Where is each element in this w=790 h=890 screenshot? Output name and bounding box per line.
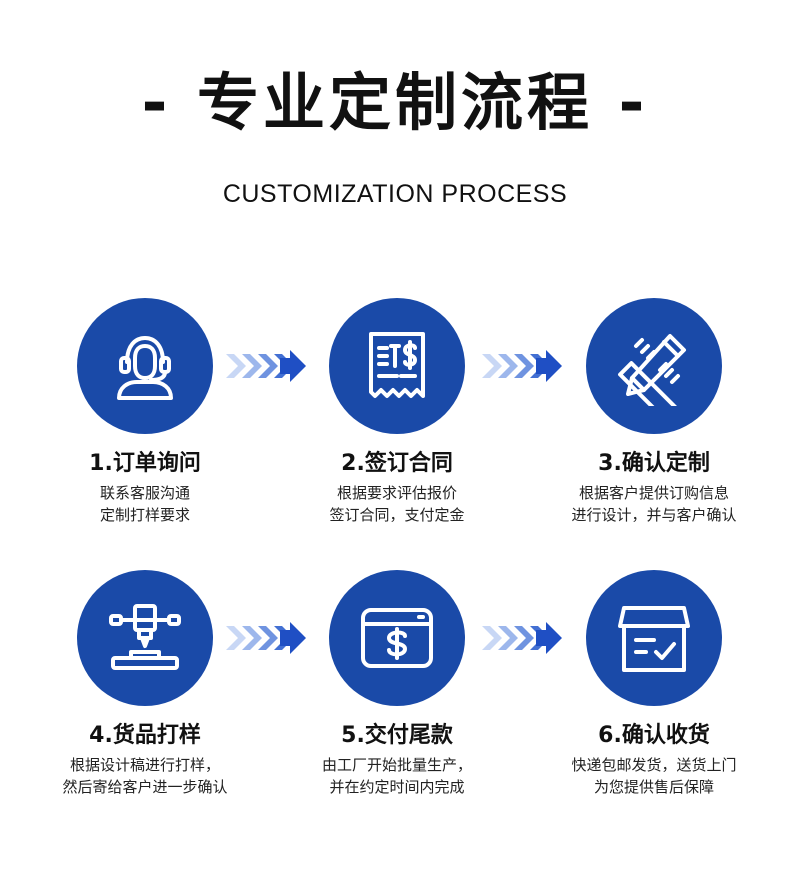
receipt-invoice-icon xyxy=(369,332,425,398)
step-description: 根据客户提供订购信息 进行设计，并与客户确认 xyxy=(534,482,774,526)
step-description: 由工厂开始批量生产， 并在约定时间内完成 xyxy=(277,754,517,798)
step-icon-circle xyxy=(329,570,465,706)
step-description-line: 由工厂开始批量生产， xyxy=(321,756,472,774)
step-description-line: 根据设计稿进行打样， xyxy=(69,756,220,774)
step-description-line: 联系客服沟通 xyxy=(99,484,190,502)
3d-printer-icon xyxy=(109,604,181,670)
flow-arrows xyxy=(226,350,306,382)
step-icon-circle xyxy=(586,570,722,706)
page-subtitle: CUSTOMIZATION PROCESS xyxy=(222,180,568,208)
step-description-line: 签订合同，支付定金 xyxy=(329,506,465,524)
step-title: 4.货品打样 xyxy=(89,723,201,748)
step-description-line: 根据要求评估报价 xyxy=(336,484,457,502)
step-description-line: 为您提供售后保障 xyxy=(593,778,714,796)
step-description-line: 并在约定时间内完成 xyxy=(329,778,465,796)
step-sign-contract: 2.签订合同 根据要求评估报价 签订合同，支付定金 xyxy=(277,298,517,528)
step-title: 3.确认定制 xyxy=(598,451,710,476)
step-final-payment: 5.交付尾款 由工厂开始批量生产， 并在约定时间内完成 xyxy=(277,570,517,800)
step-confirm-customization: 3.确认定制 根据客户提供订购信息 进行设计，并与客户确认 xyxy=(534,298,774,528)
step-description: 联系客服沟通 定制打样要求 xyxy=(25,482,265,526)
payment-dollar-icon xyxy=(361,608,433,668)
flow-arrows xyxy=(482,350,562,382)
step-title: 1.订单询问 xyxy=(89,451,201,476)
step-description: 快递包邮发货，送货上门 为您提供售后保障 xyxy=(534,754,774,798)
step-confirm-receipt: 6.确认收货 快递包邮发货，送货上门 为您提供售后保障 xyxy=(534,570,774,800)
pencil-ruler-icon xyxy=(618,334,686,406)
step-title: 6.确认收货 xyxy=(598,723,710,748)
step-description-line: 根据客户提供订购信息 xyxy=(578,484,729,502)
flow-arrows xyxy=(482,622,562,654)
step-sample-production: 4.货品打样 根据设计稿进行打样， 然后寄给客户进一步确认 xyxy=(25,570,265,800)
step-icon-circle xyxy=(586,298,722,434)
step-description: 根据设计稿进行打样， 然后寄给客户进一步确认 xyxy=(25,754,265,798)
step-description-line: 快递包邮发货，送货上门 xyxy=(571,756,737,774)
step-icon-circle xyxy=(77,298,213,434)
step-icon-circle xyxy=(329,298,465,434)
step-description-line: 定制打样要求 xyxy=(99,506,190,524)
customer-service-headset-icon xyxy=(117,336,173,400)
step-title: 5.交付尾款 xyxy=(341,723,453,748)
step-icon-circle xyxy=(77,570,213,706)
step-order-inquiry: 1.订单询问 联系客服沟通 定制打样要求 xyxy=(25,298,265,528)
step-description: 根据要求评估报价 签订合同，支付定金 xyxy=(277,482,517,526)
page-title: - 专业定制流程 - xyxy=(141,66,649,139)
flow-arrows xyxy=(226,622,306,654)
step-description-line: 进行设计，并与客户确认 xyxy=(571,506,737,524)
step-description-line: 然后寄给客户进一步确认 xyxy=(62,778,228,796)
step-title: 2.签订合同 xyxy=(341,451,453,476)
delivery-box-icon xyxy=(618,606,690,672)
